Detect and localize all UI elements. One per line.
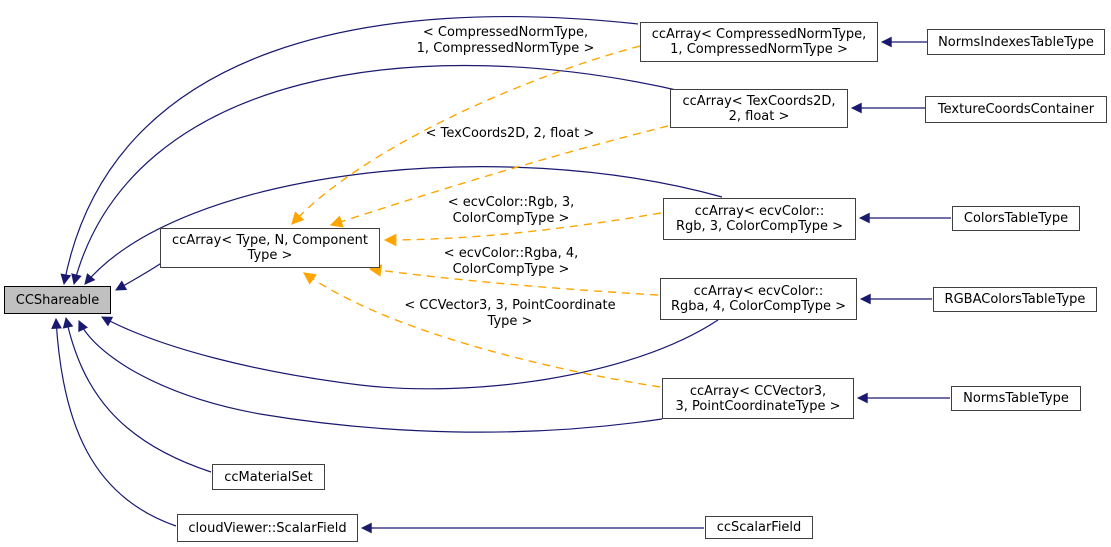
edge-label-rgb: < ecvColor::Rgb, 3, ColorCompType > — [447, 195, 575, 226]
node-ccarray-rgba[interactable]: ccArray< ecvColor:: Rgba, 4, ColorCompTy… — [660, 278, 857, 320]
edge-template-instance-texcoords — [329, 125, 669, 228]
edge-template-instance-rgba — [368, 264, 659, 296]
edge-compressed-to-ccshareable — [60, 16, 639, 286]
edge-label-ccvector3: < CCVector3, 3, PointCoordinate Type > — [404, 298, 616, 329]
edge-template-instance-compressed — [291, 45, 641, 225]
edge-materialset-to-ccshareable — [62, 316, 212, 473]
node-cc-scalar-field[interactable]: ccScalarField — [705, 516, 813, 539]
edge-template-to-ccshareable — [115, 261, 164, 291]
node-ccshareable: CCShareable — [4, 286, 111, 314]
edge-texcoords-to-ccshareable — [71, 64, 686, 286]
node-ccarray-template[interactable]: ccArray< Type, N, Component Type > — [160, 228, 380, 268]
edge-template-instance-ccvector3 — [302, 272, 661, 388]
edge-label-tex-coords: < TexCoords2D, 2, float > — [425, 126, 595, 141]
edge-ccvector3-to-ccshareable — [78, 320, 663, 433]
node-ccarray-rgb[interactable]: ccArray< ecvColor:: Rgb, 3, ColorCompTyp… — [663, 198, 856, 240]
node-ccarray-ccvector3[interactable]: ccArray< CCVector3, 3, PointCoordinateTy… — [662, 378, 854, 419]
node-cloudviewer-scalar-field[interactable]: cloudViewer::ScalarField — [177, 514, 358, 542]
node-norms-table-type[interactable]: NormsTableType — [951, 386, 1081, 411]
node-cc-material-set[interactable]: ccMaterialSet — [212, 464, 325, 490]
edge-label-rgba: < ecvColor::Rgba, 4, ColorCompType > — [443, 246, 579, 277]
node-norms-indexes-table-type[interactable]: NormsIndexesTableType — [927, 29, 1105, 55]
node-rgba-colors-table-type[interactable]: RGBAColorsTableType — [933, 287, 1097, 312]
edge-rgb-to-ccshareable — [84, 166, 723, 285]
node-ccarray-tex-coords[interactable]: ccArray< TexCoords2D, 2, float > — [670, 89, 848, 128]
edge-label-compressed-norm: < CompressedNormType, 1, CompressedNormT… — [416, 25, 595, 56]
node-ccarray-compressed-norm[interactable]: ccArray< CompressedNormType, 1, Compress… — [640, 22, 878, 62]
node-colors-table-type[interactable]: ColorsTableType — [952, 206, 1080, 231]
edge-rgba-to-ccshareable — [101, 316, 719, 390]
edge-scalarfield-to-ccshareable — [51, 317, 177, 527]
edge-template-instance-rgb — [383, 212, 662, 247]
node-texture-coords-container[interactable]: TextureCoordsContainer — [925, 96, 1107, 123]
